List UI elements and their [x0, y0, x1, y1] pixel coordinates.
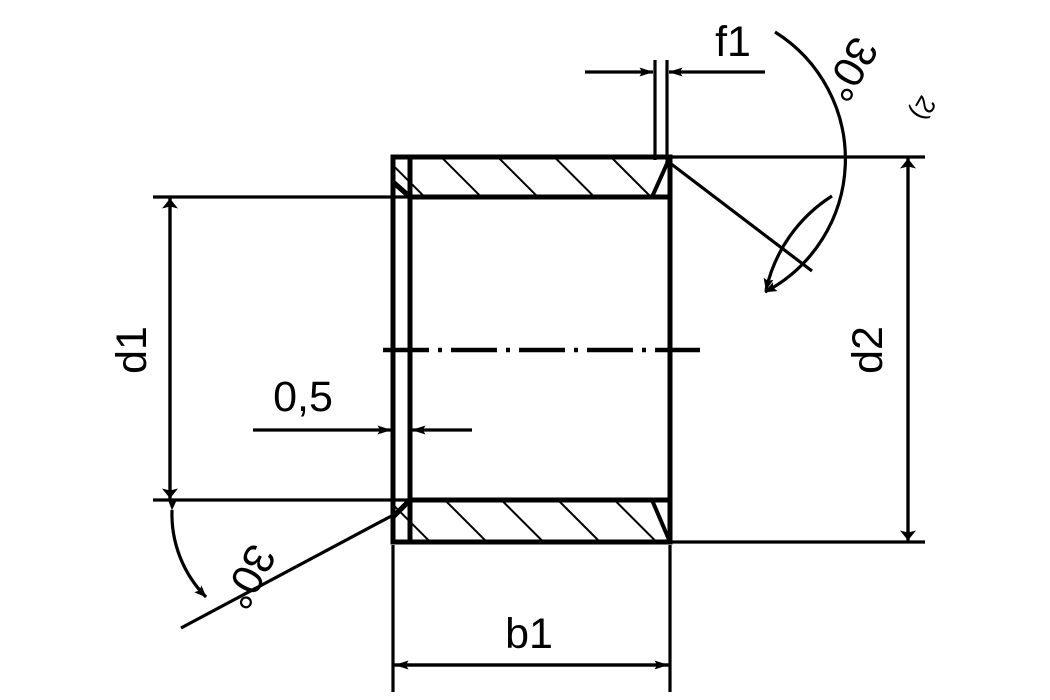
bottom-wall-hatch — [393, 500, 670, 542]
annotation-chamfer-angle-bottom: 30° — [167, 498, 398, 630]
chamfer-top-angle-arc-upper — [764, 30, 847, 294]
chamfer-top-angle-arc-lower — [763, 194, 833, 291]
chamfer-bottom-angle-arc — [167, 498, 208, 599]
chamfer-top-left — [391, 180, 412, 199]
d1-label: d1 — [108, 326, 156, 374]
annotation-chamfer-angle-top: 30° 2) — [665, 29, 943, 294]
dimension-d1: d1 — [108, 195, 412, 502]
dimension-f1: f1 — [585, 18, 765, 160]
chamfer-top-angle-label: 30° — [813, 29, 887, 109]
chamfer-top-right — [650, 156, 672, 198]
dimension-b1: b1 — [391, 545, 672, 692]
bushing-body — [390, 154, 673, 545]
f1-label: f1 — [715, 18, 751, 66]
chamfer-bottom-leader — [180, 511, 398, 630]
b1-label: b1 — [505, 610, 553, 658]
footnote-marker-label: 2) — [905, 91, 943, 126]
d2-label: d2 — [844, 326, 892, 374]
dimension-liner-thickness: 0,5 — [253, 373, 472, 435]
liner-thickness-label: 0,5 — [273, 373, 333, 421]
chamfer-top-leader — [665, 158, 813, 273]
dimension-d2: d2 — [668, 155, 925, 544]
top-wall-hatch — [393, 157, 670, 197]
chamfer-bottom-right — [650, 499, 672, 543]
